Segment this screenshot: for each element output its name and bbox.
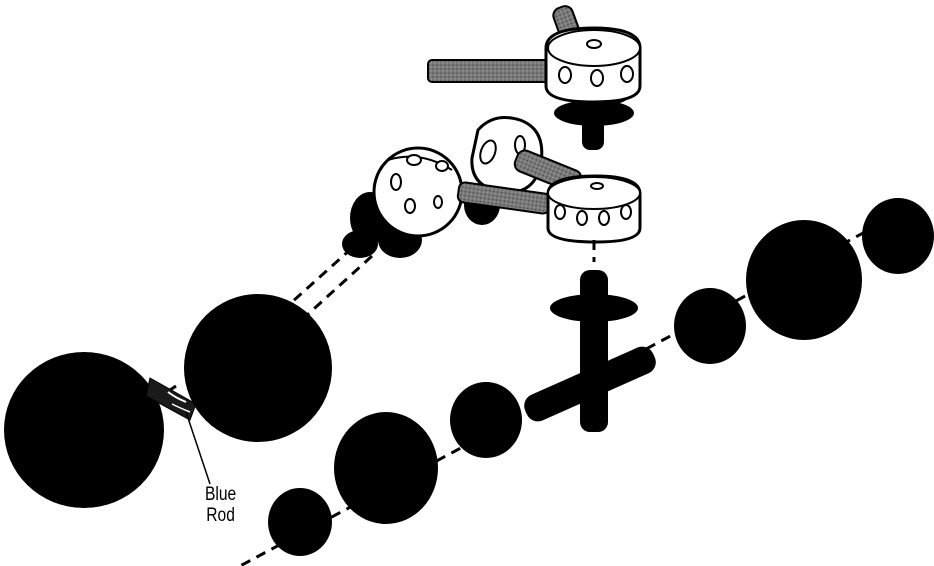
front-axle-assembly [268, 198, 934, 556]
left-medium-wheel [334, 412, 438, 524]
right-connector-hub [546, 174, 642, 244]
round-connector-hub [372, 146, 464, 238]
axle-sleeve [524, 346, 656, 422]
top-connector-assembly [427, 5, 642, 150]
blue-rod-callout: Blue Rod [196, 484, 245, 526]
left-axle-stub [342, 230, 378, 258]
right-small-wheel [674, 288, 746, 364]
top-connector-hub [544, 26, 642, 104]
post-disc-upper [550, 294, 638, 322]
top-horizontal-rod [427, 59, 559, 83]
callout-line2: Rod [206, 505, 235, 526]
top-axle-stub [582, 98, 604, 150]
callout-line1: Blue [205, 484, 237, 505]
right-large-wheel [746, 220, 862, 340]
middle-connector-cluster [342, 116, 642, 258]
far-left-wheel [268, 488, 332, 556]
left-axle-assembly [4, 294, 332, 508]
left-small-wheel [450, 382, 522, 458]
center-large-wheel [184, 294, 332, 442]
left-large-wheel [4, 352, 164, 508]
blue-rod-callout-line [185, 411, 211, 485]
far-right-wheel [862, 198, 934, 274]
